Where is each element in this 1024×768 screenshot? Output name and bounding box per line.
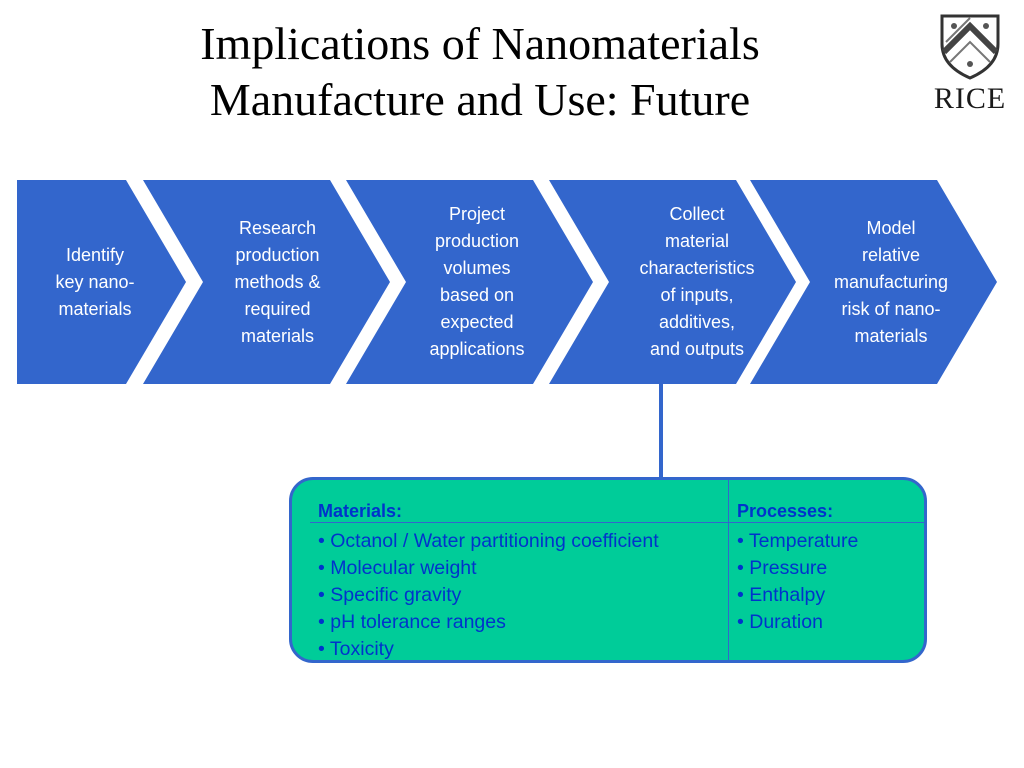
processes-item: • Enthalpy <box>737 584 826 606</box>
connector-line <box>659 384 663 479</box>
processes-list: • Temperature • Pressure • Enthalpy • Durat… <box>737 528 918 636</box>
materials-item: • Specific gravity <box>318 584 462 606</box>
step-1-chevron <box>17 180 186 384</box>
page-title-line-1: Implications of Nanomaterials <box>200 18 760 69</box>
step-4-label: Collect material characteristics of inpu… <box>639 204 755 359</box>
processes-item: • Pressure <box>737 557 828 579</box>
step-3-label: Project production volumes based on expe… <box>429 204 525 359</box>
step-5-label: Model relative manufacturing risk of nan… <box>833 217 949 346</box>
logo-text: RICE <box>933 82 1007 115</box>
step-3-chevron <box>346 180 593 384</box>
step-1-label: Identify key nano- materials <box>55 244 135 319</box>
materials-item: • Molecular weight <box>318 557 477 579</box>
header-divider <box>310 522 924 523</box>
process-flow: Identify key nano- materials Research pro… <box>17 180 997 384</box>
chevron-arrows <box>17 180 997 384</box>
materials-header: Materials: <box>318 501 403 521</box>
materials-item: • pH tolerance ranges <box>318 611 506 633</box>
materials-column: Materials: • Octanol / Water partitionin… <box>310 480 727 660</box>
rice-shield-icon <box>940 14 1000 80</box>
step-2-label: Research production methods & required m… <box>234 217 321 346</box>
step-5-chevron <box>750 180 997 384</box>
step-2-chevron <box>143 180 390 384</box>
step-4-chevron <box>549 180 796 384</box>
properties-box: Materials: • Octanol / Water partitionin… <box>289 477 927 663</box>
page-title: Implications of Nanomaterials Manufactur… <box>60 16 900 128</box>
processes-item: • Duration <box>737 611 823 633</box>
processes-header: Processes: <box>737 501 834 521</box>
processes-column: Processes: • Temperature • Pressure • Enth… <box>728 480 924 660</box>
materials-item: • Toxicity <box>318 638 394 660</box>
materials-item: • Octanol / Water partitioning coefficie… <box>318 530 659 552</box>
materials-list: • Octanol / Water partitioning coefficie… <box>318 528 717 660</box>
page-title-line-2: Manufacture and Use: Future <box>209 74 751 125</box>
processes-item: • Temperature <box>737 530 859 552</box>
rice-logo: RICE <box>928 12 1012 115</box>
